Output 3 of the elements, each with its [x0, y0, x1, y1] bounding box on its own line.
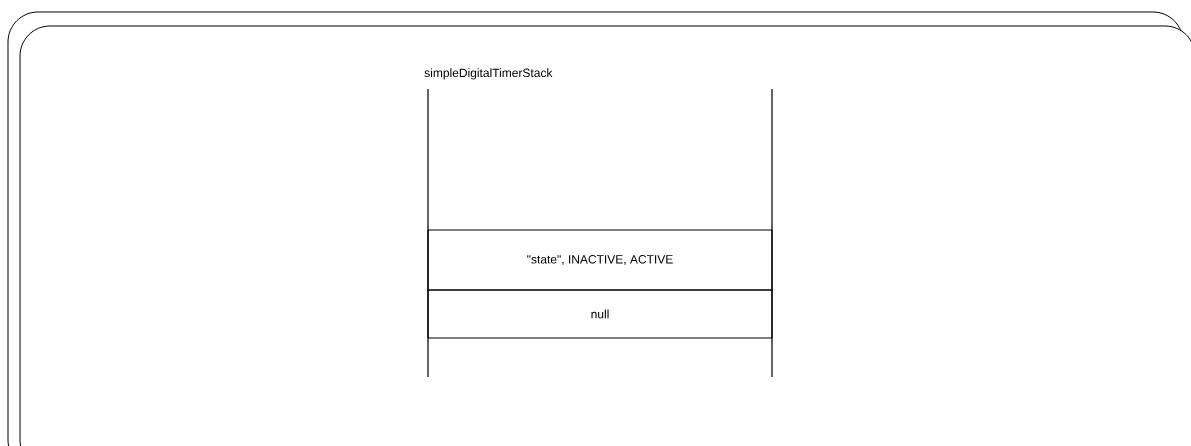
stack-cell: "state", INACTIVE, ACTIVE: [427, 229, 773, 291]
stack-title: simpleDigitalTimerStack: [424, 68, 553, 80]
stack-cell: null: [427, 289, 773, 339]
